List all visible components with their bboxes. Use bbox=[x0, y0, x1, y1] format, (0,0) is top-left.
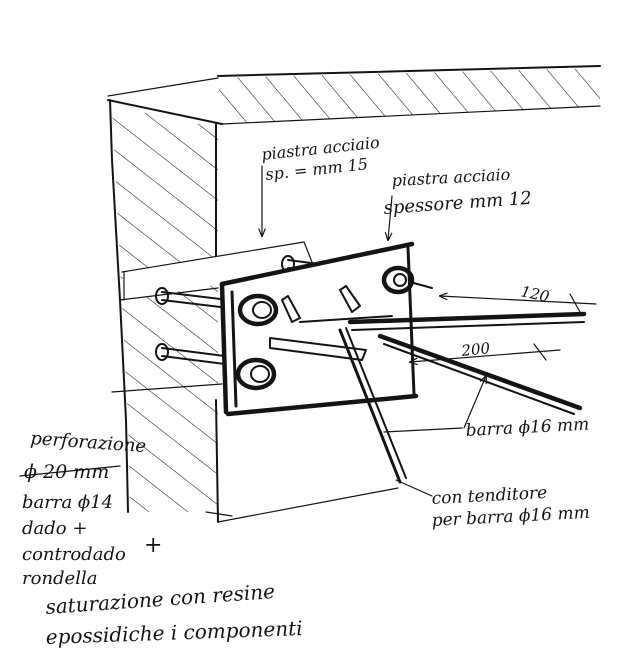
tie-rods-phi16 bbox=[299, 311, 587, 484]
nut-lower-left bbox=[235, 357, 277, 391]
label-plate-12-line1: piastra acciaio bbox=[391, 165, 511, 190]
wall-plate-15mm bbox=[111, 241, 313, 393]
label-left-plus: + bbox=[144, 533, 162, 558]
dimension-120 bbox=[440, 294, 597, 313]
label-bottom-line2: epossidiche i componenti bbox=[45, 616, 303, 649]
label-left-line2: ϕ 20 mm bbox=[24, 461, 109, 483]
steel-plate-12mm bbox=[219, 241, 419, 417]
label-dim-120: 120 bbox=[519, 282, 551, 306]
leader-lines bbox=[19, 165, 486, 497]
label-dim-200: 200 bbox=[460, 339, 492, 360]
label-plate-12-line2: spessore mm 12 bbox=[383, 188, 533, 219]
label-left-line6: rondella bbox=[22, 568, 97, 589]
label-left-line5: controdado bbox=[22, 544, 126, 565]
nut-upper-right bbox=[381, 265, 433, 295]
label-bar-16: barra ϕ16 mm bbox=[465, 415, 590, 441]
upper-beam bbox=[107, 65, 601, 125]
label-left-line3: barra ϕ14 bbox=[22, 492, 113, 513]
label-left-line4: dado + bbox=[22, 518, 87, 539]
dimension-200 bbox=[410, 343, 561, 362]
nut-upper-left bbox=[237, 293, 279, 327]
